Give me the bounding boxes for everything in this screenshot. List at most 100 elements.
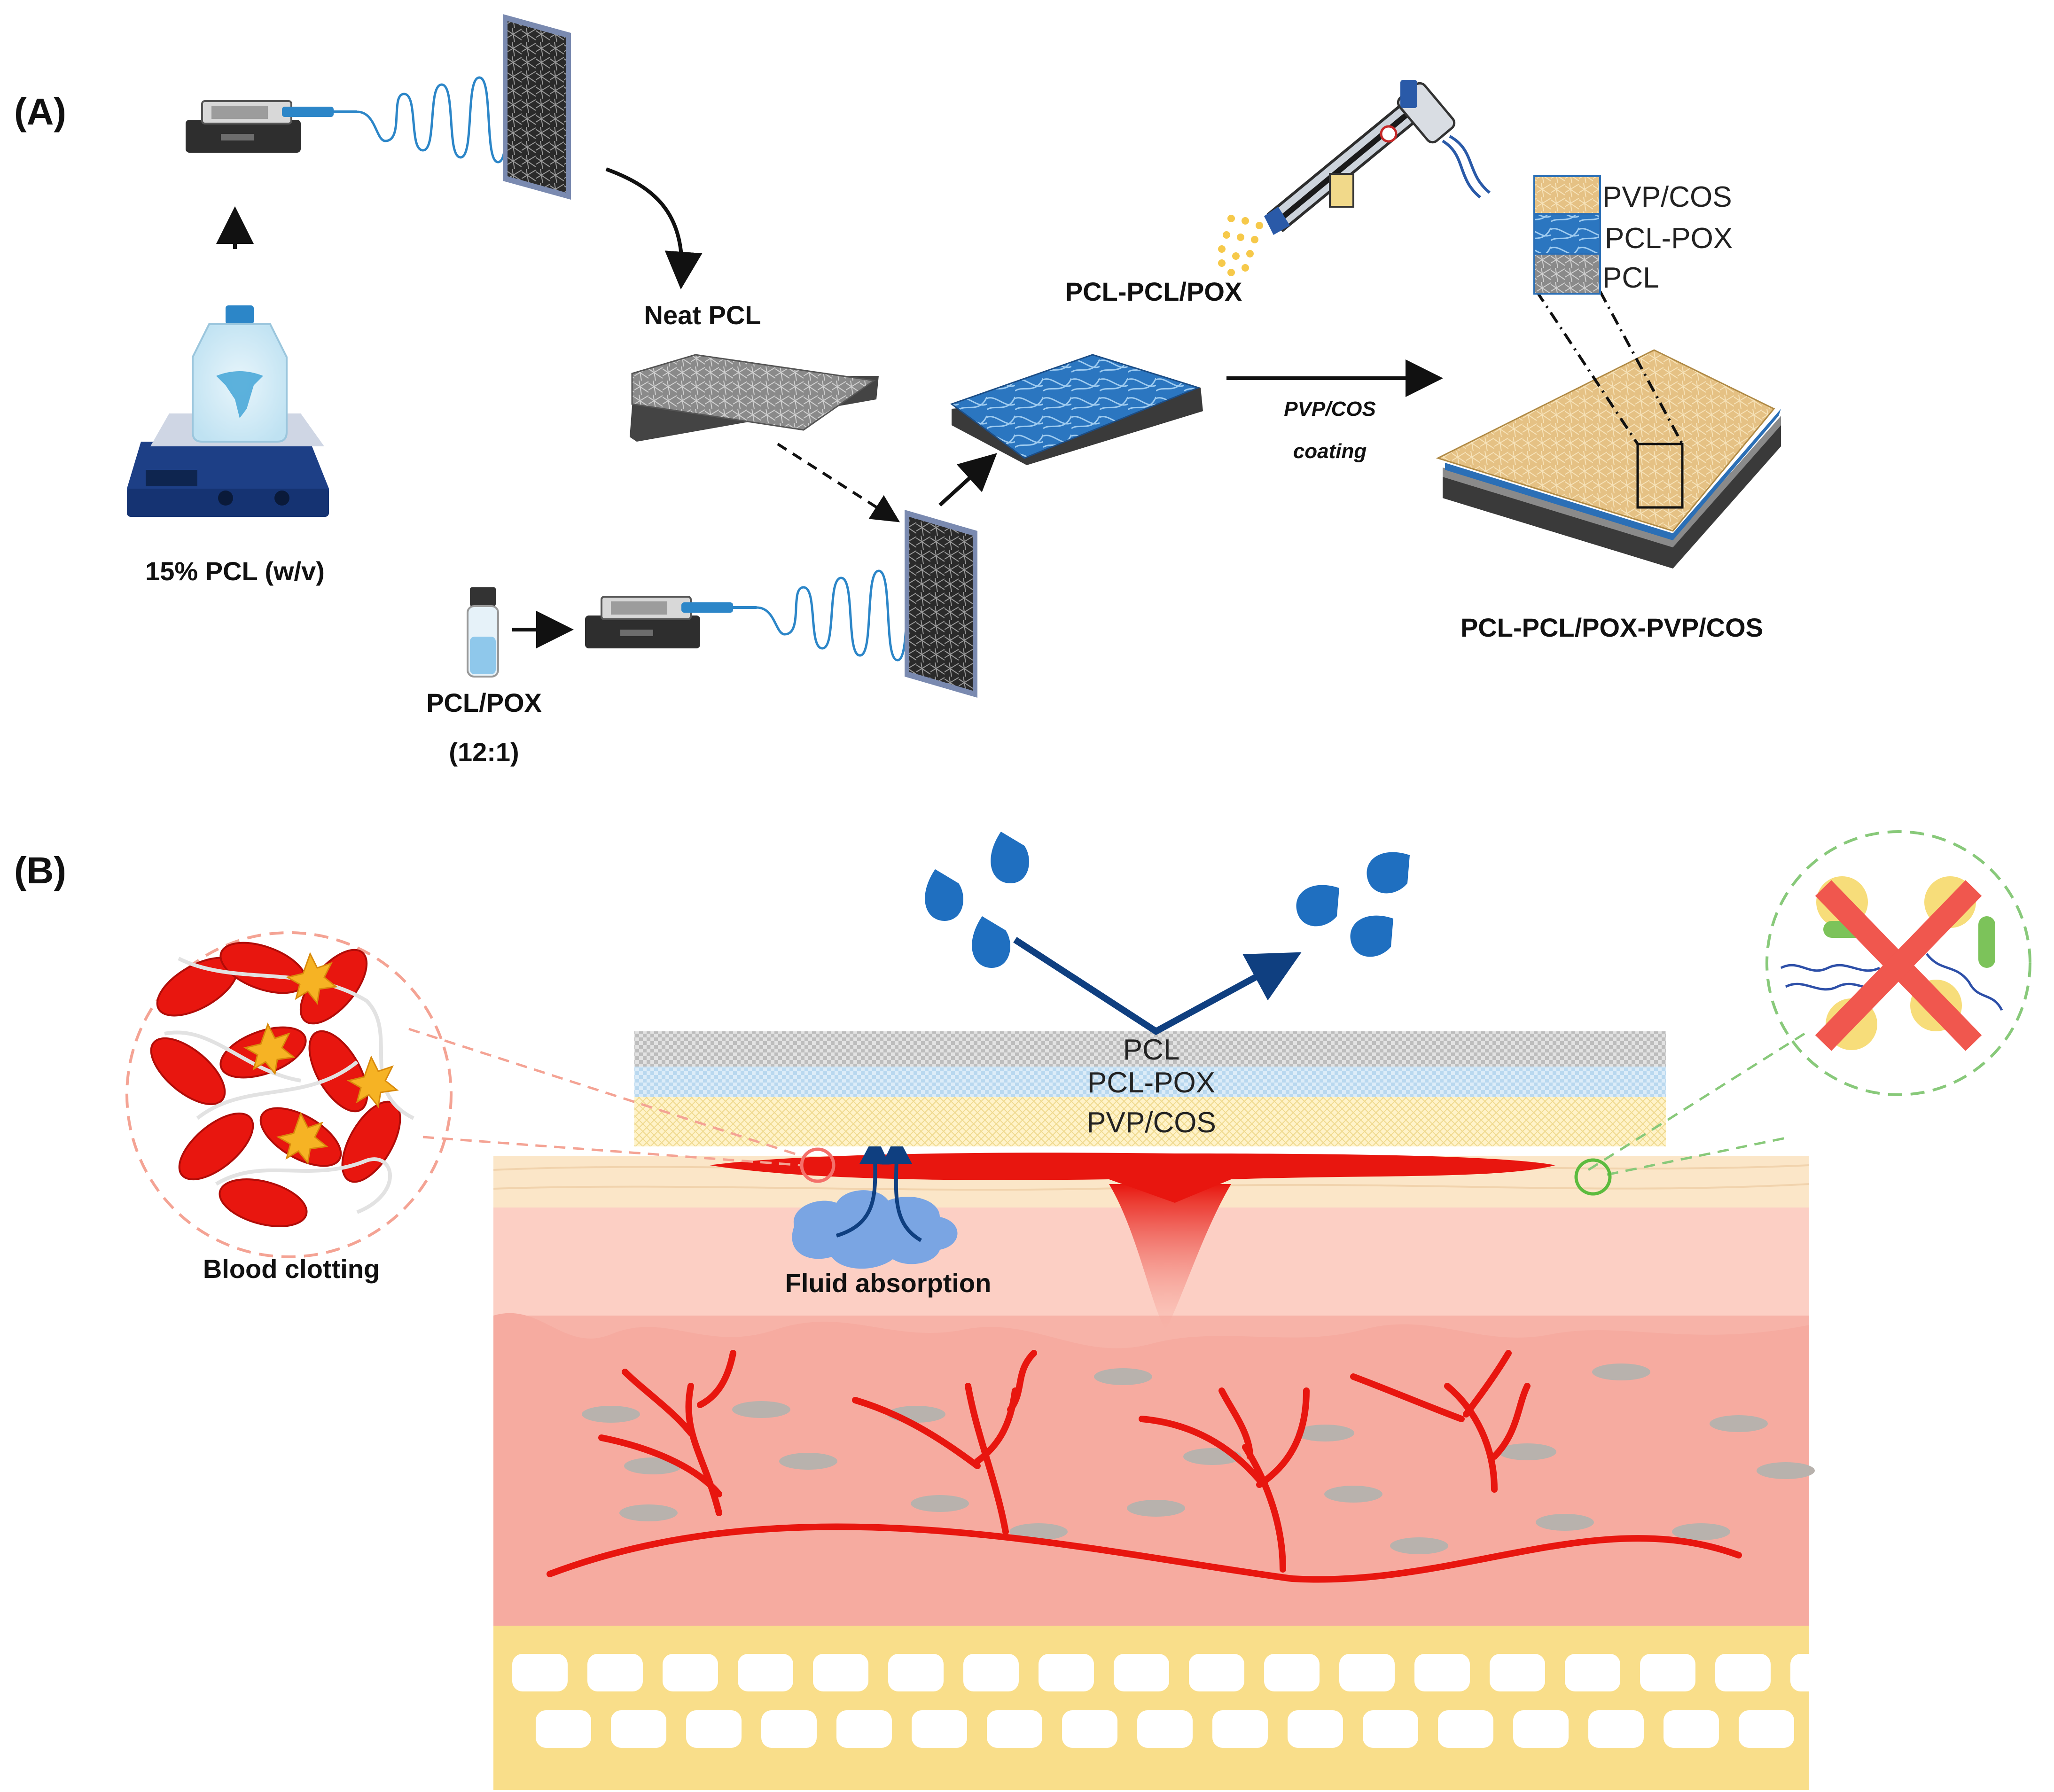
fat-cell [1438,1710,1493,1748]
pcl-pox-vial [467,587,499,678]
fat-cell [686,1710,742,1748]
coating-label-2: coating [1293,440,1367,463]
antibacterial-inset [1765,830,2031,1096]
panel-b-label: (B) [14,849,66,891]
fat-cell [1588,1710,1644,1748]
layer-label-pcl-pox: PCL-POX [1087,1067,1215,1099]
fat-cell [1062,1710,1117,1748]
tissue-cell [1536,1514,1594,1531]
dressing-layers [634,1031,1666,1146]
fat-cell [536,1710,591,1748]
coating-label-1: PVP/COS [1284,397,1376,421]
tissue-cell [1757,1462,1815,1479]
tissue-cell [1390,1537,1448,1554]
fat-cell [1715,1654,1771,1691]
neat-pcl-mat [630,354,879,442]
syringe-pump-top [186,100,357,153]
water-droplets [925,832,1410,968]
layer-label-pvp-cos: PVP/COS [1086,1106,1216,1139]
arrow-to-intermediate [938,453,997,506]
tissue-cell [582,1406,640,1423]
blood-clotting-caption: Blood clotting [203,1254,380,1284]
fat-cell [611,1710,666,1748]
spray-particles [1218,215,1263,276]
legend-pcl: PCL [1602,262,1659,294]
legend-pvp-cos: PVP/COS [1602,181,1732,213]
fat-cell [1114,1654,1169,1691]
antibacterial-connector-2 [1607,1136,1791,1176]
tissue-cell [1296,1425,1354,1441]
tissue-cell [1009,1523,1068,1540]
spray-gun [1264,80,1491,235]
neat-pcl-label: Neat PCL [644,300,761,330]
tissue-cell [1672,1523,1730,1540]
arrow-to-neat-pcl [605,167,703,289]
fluid-absorption-cloud [792,1190,958,1269]
solution-bottle [192,305,288,443]
fat-cell [888,1654,944,1691]
fat-cell [963,1654,1019,1691]
fat-cells [512,1654,1846,1748]
electrospinning-jet-bottom [756,560,917,662]
fat-cell [1212,1710,1268,1748]
tissue-cell [1592,1363,1650,1380]
pcl-pox-ratio: (12:1) [449,737,519,767]
tissue-cell [732,1401,790,1418]
tissue-cell [1127,1500,1185,1517]
fat-cell [587,1654,643,1691]
fat-cell [836,1710,892,1748]
dashed-arrow [777,443,900,522]
wound [710,1153,1555,1330]
fat-cell [1039,1654,1094,1691]
fat-cell [1288,1710,1343,1748]
tissue-cell [779,1453,837,1470]
clot-zoom-marker [800,1147,836,1183]
fat-cell [1739,1710,1794,1748]
blood-vessels [547,1350,1742,1583]
tissue-cell [1094,1368,1152,1385]
clot-connector-1 [408,1028,802,1157]
fat-cell [912,1710,967,1748]
fat-cell [1664,1710,1719,1748]
fat-cell [1790,1654,1846,1691]
fat-cell [1490,1654,1545,1691]
fat-cell [1264,1654,1320,1691]
fat-cell [1565,1654,1620,1691]
fat-cell [1363,1710,1418,1748]
fat-cell [987,1710,1042,1748]
fat-cell [1339,1654,1395,1691]
fat-cell [1414,1654,1470,1691]
blood-clot-inset [125,931,453,1258]
fat-cell [663,1654,718,1691]
tissue-cell [619,1504,678,1521]
tissue-cells [582,1363,1815,1554]
pcl-pcl-pox-mat [950,354,1203,465]
final-label: PCL-PCL/POX-PVP/COS [1460,613,1763,642]
fat-cell [1640,1654,1695,1691]
tissue-cell [1498,1443,1556,1460]
final-tri-layer-mat [1436,290,1781,569]
panel-a-label: (A) [14,91,66,132]
fat-cell [512,1654,568,1691]
pcl-pox-label: PCL/POX [426,688,542,717]
skin-cross-section [493,1156,1810,1790]
clot-connector-2 [422,1136,802,1167]
solution-label: 15% PCL (w/v) [145,556,325,586]
antibacterial-connector-1 [1587,1032,1805,1171]
fat-cell [1137,1710,1193,1748]
layer-label-pcl: PCL [1123,1034,1180,1066]
absorption-arrows [836,1134,922,1242]
fat-cell [761,1710,817,1748]
layer-legend [1533,175,1601,295]
syringe-pump-bottom [585,596,757,648]
tissue-cell [1324,1486,1382,1503]
collector-top [503,14,571,200]
fat-cell [1513,1710,1569,1748]
tissue-cell [911,1495,969,1512]
fat-cell [1189,1654,1244,1691]
fluid-absorption-caption: Fluid absorption [785,1268,992,1298]
legend-pcl-pox: PCL-POX [1605,222,1733,255]
collector-bottom [905,510,977,698]
antibacterial-zoom-marker [1574,1158,1612,1196]
